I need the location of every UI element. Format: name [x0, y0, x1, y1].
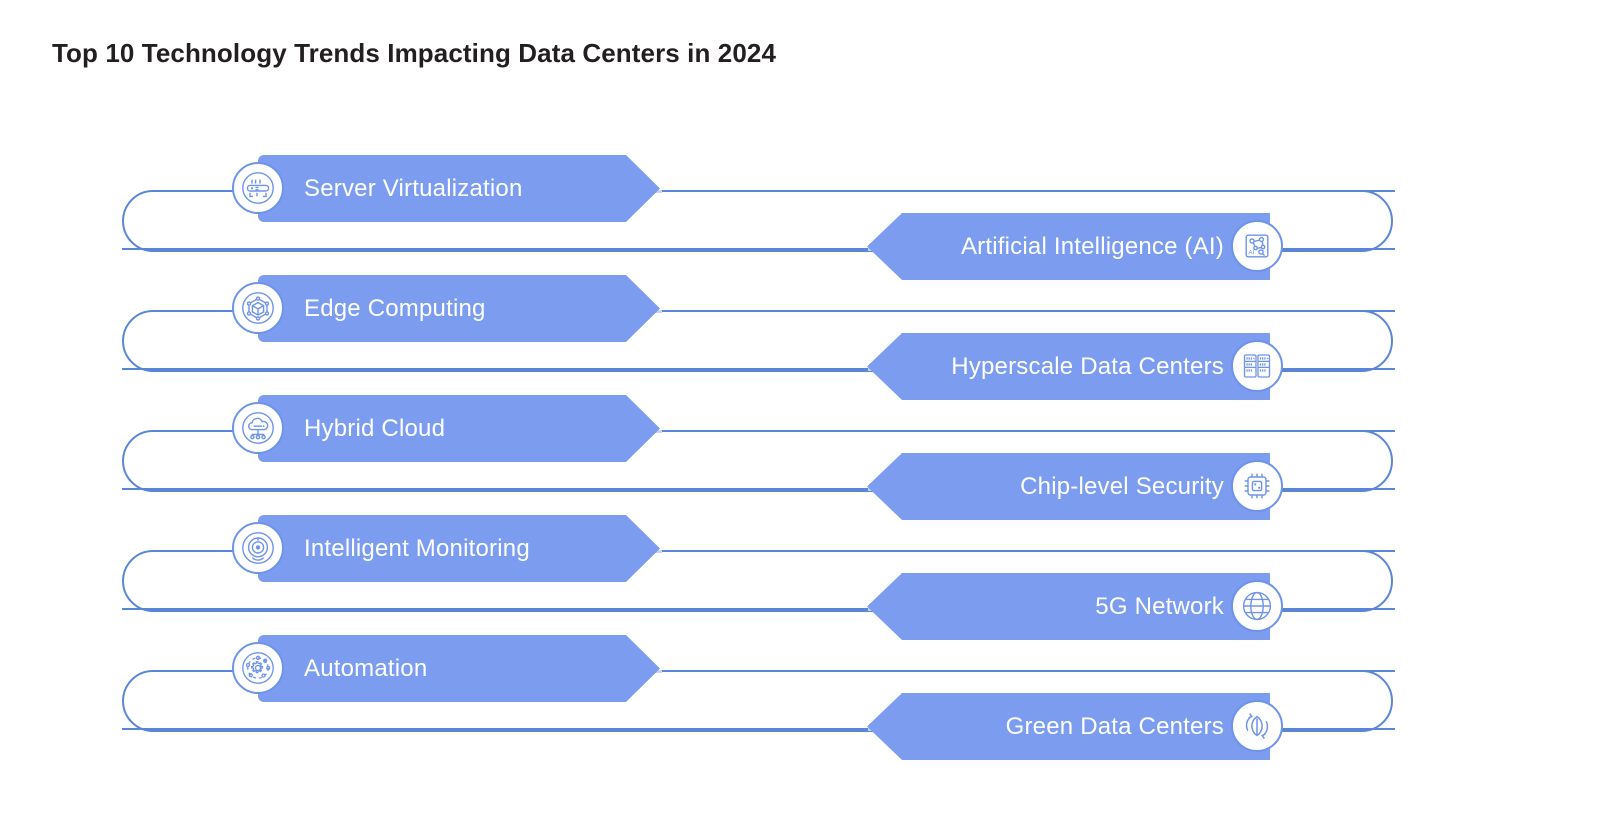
server-racks-icon	[1231, 340, 1283, 392]
server-virtualization-icon	[232, 162, 284, 214]
trend-banner-automation[interactable]: Automation	[258, 635, 660, 702]
rail-row-3-right	[122, 488, 868, 490]
rail-row-1-right	[122, 248, 868, 250]
rail-row-5-right	[122, 728, 868, 730]
trend-banner-5g-network[interactable]: 5G Network	[867, 573, 1270, 640]
rail-tail-row-2-right	[1270, 368, 1395, 370]
globe-icon	[1231, 580, 1283, 632]
rail-row-2-right	[122, 368, 868, 370]
trend-label: Intelligent Monitoring	[304, 534, 530, 562]
trend-label: Server Virtualization	[304, 174, 523, 202]
trend-banner-server-virtualization[interactable]: Server Virtualization	[258, 155, 660, 222]
cloud-network-icon	[232, 402, 284, 454]
leaf-recycle-icon	[1231, 700, 1283, 752]
edge-cube-icon	[232, 282, 284, 334]
rail-row-4-right	[122, 608, 868, 610]
trend-banner-hyperscale-data-centers[interactable]: Hyperscale Data Centers	[867, 333, 1270, 400]
rail-row-2-left	[660, 310, 1395, 312]
trend-banner-artificial-intelligence[interactable]: Artificial Intelligence (AI)	[867, 213, 1270, 280]
microchip-icon	[1231, 460, 1283, 512]
rail-row-3-left	[660, 430, 1395, 432]
page-title: Top 10 Technology Trends Impacting Data …	[52, 38, 777, 68]
trend-label: Automation	[304, 654, 428, 682]
rail-row-4-left	[660, 550, 1395, 552]
gear-orbit-icon	[232, 642, 284, 694]
rail-tail-row-5-right	[1270, 728, 1395, 730]
rail-tail-row-4-right	[1270, 608, 1395, 610]
rail-row-1-left	[660, 190, 1395, 192]
trend-banner-chip-level-security[interactable]: Chip-level Security	[867, 453, 1270, 520]
trend-banner-edge-computing[interactable]: Edge Computing	[258, 275, 660, 342]
trend-banner-hybrid-cloud[interactable]: Hybrid Cloud	[258, 395, 660, 462]
trend-label: Chip-level Security	[1020, 472, 1224, 500]
trend-label: Artificial Intelligence (AI)	[960, 232, 1224, 260]
rail-row-5-left	[660, 670, 1395, 672]
trend-label: Green Data Centers	[1005, 712, 1224, 740]
trend-banner-intelligent-monitoring[interactable]: Intelligent Monitoring	[258, 515, 660, 582]
rail-tail-row-3-right	[1270, 488, 1395, 490]
target-monitor-icon	[232, 522, 284, 574]
trend-label: Hyperscale Data Centers	[951, 352, 1224, 380]
trend-label: 5G Network	[1095, 592, 1224, 620]
svg-text:AI: AI	[1248, 250, 1254, 257]
ai-chip-icon: AI	[1231, 220, 1283, 272]
trend-label: Hybrid Cloud	[304, 414, 446, 442]
trend-label: Edge Computing	[304, 294, 486, 322]
trend-banner-green-data-centers[interactable]: Green Data Centers	[867, 693, 1270, 760]
rail-tail-row-1-right	[1270, 248, 1395, 250]
